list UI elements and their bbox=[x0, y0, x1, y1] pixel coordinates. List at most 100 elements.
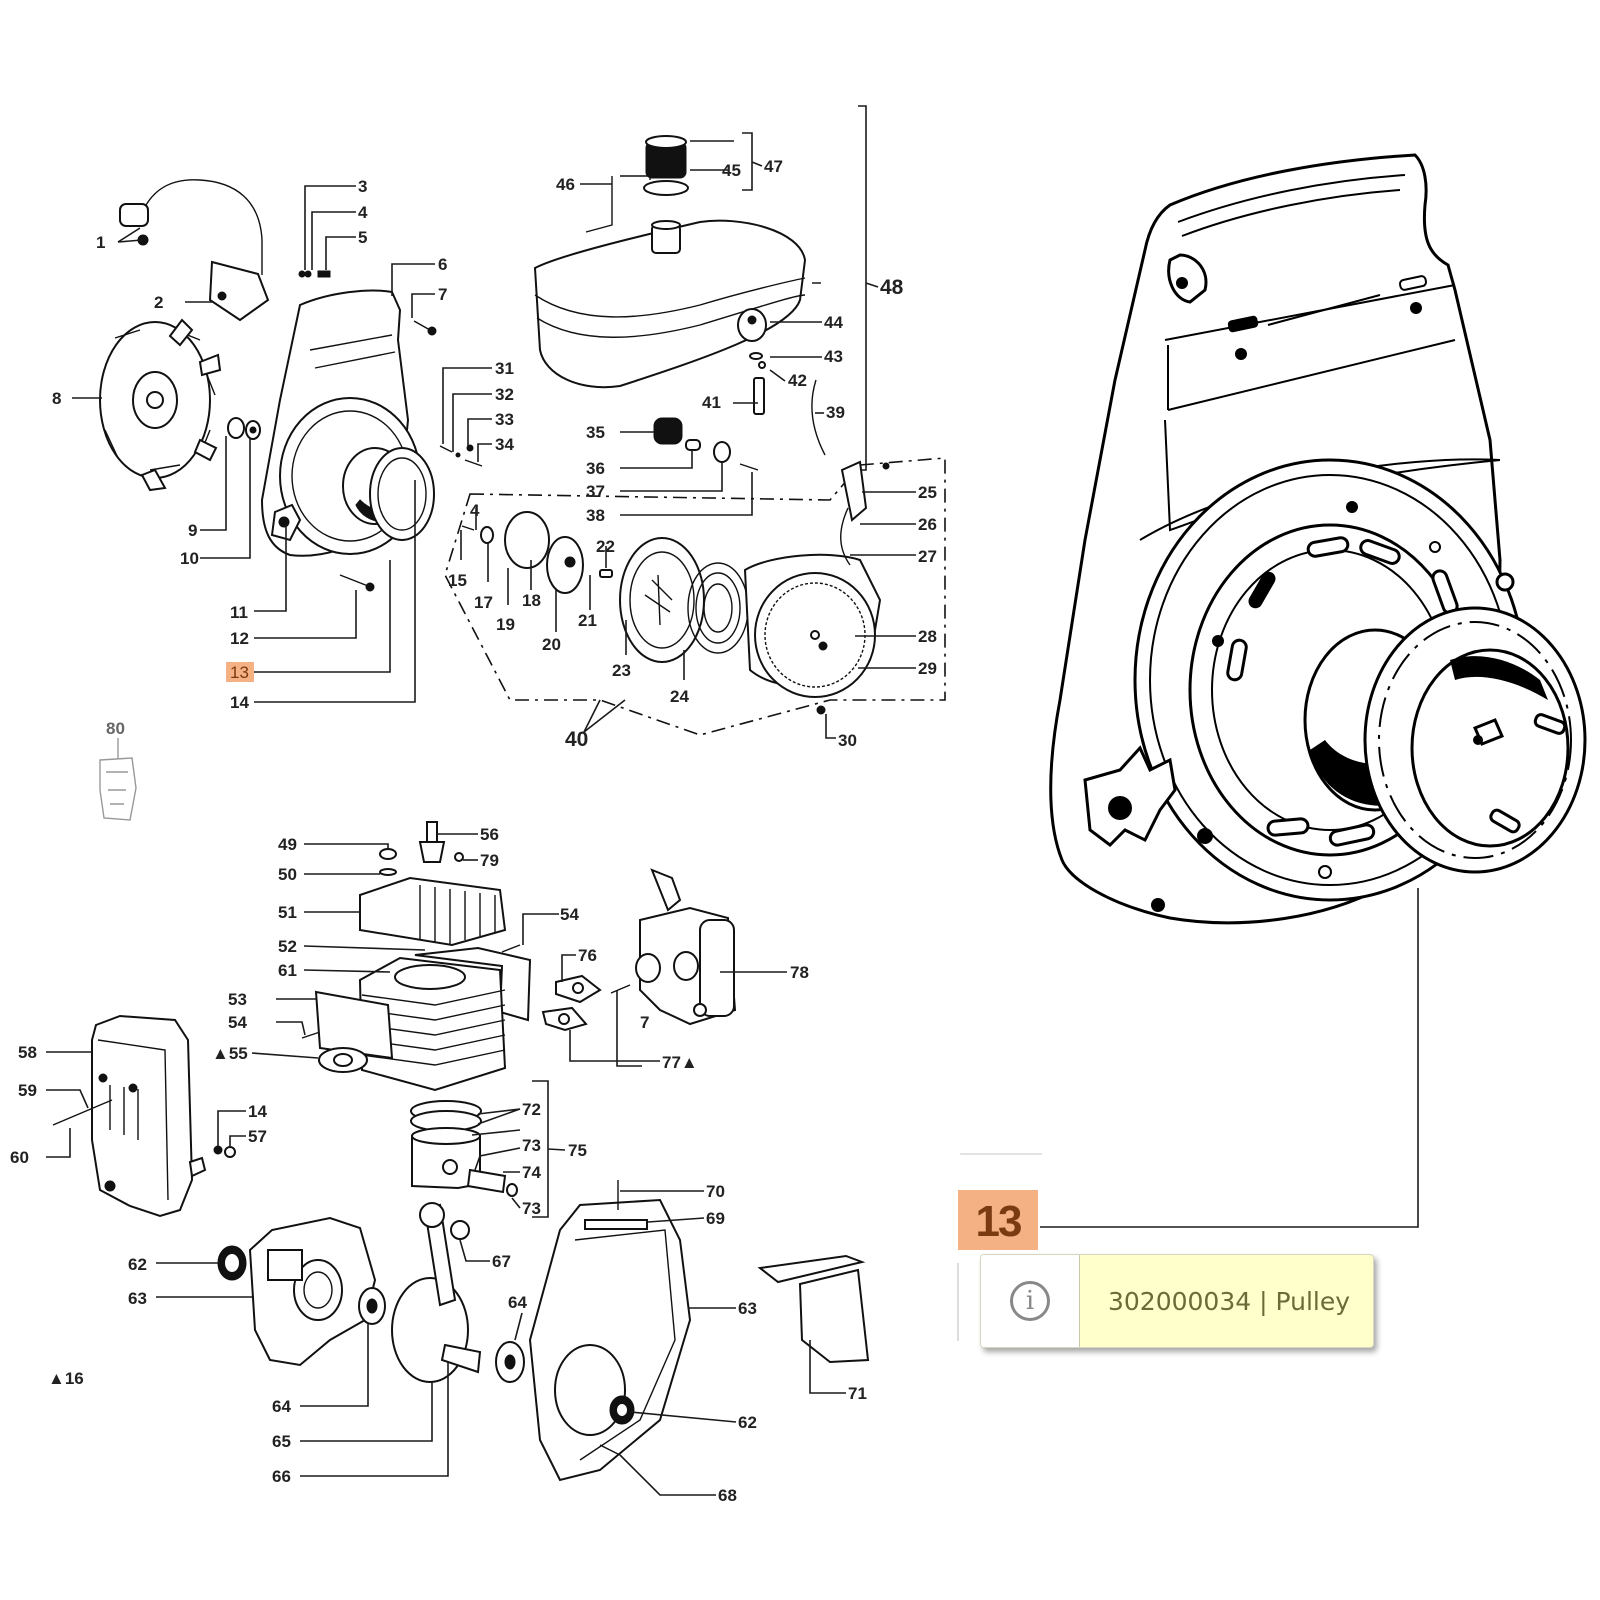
flywheel-part[interactable] bbox=[99, 318, 222, 492]
oil-seal-62-part[interactable] bbox=[217, 1245, 247, 1281]
label-40[interactable]: 40 bbox=[565, 728, 588, 751]
pins-31-34-part[interactable] bbox=[439, 444, 483, 467]
label-22[interactable]: 22 bbox=[596, 537, 615, 556]
label-35[interactable]: 35 bbox=[586, 423, 605, 442]
label-17[interactable]: 17 bbox=[474, 593, 493, 612]
label-57[interactable]: 57 bbox=[248, 1127, 267, 1146]
label-32[interactable]: 32 bbox=[495, 385, 514, 404]
crankcase-half-right-part[interactable] bbox=[528, 1180, 692, 1482]
label-67[interactable]: 67 bbox=[492, 1252, 511, 1271]
label-30[interactable]: 30 bbox=[838, 731, 857, 750]
bearing-64b-part[interactable] bbox=[495, 1341, 525, 1383]
label-63b[interactable]: 63 bbox=[738, 1299, 757, 1318]
label-14b[interactable]: 14 bbox=[248, 1102, 267, 1121]
label-6[interactable]: 6 bbox=[438, 255, 447, 274]
label-19[interactable]: 19 bbox=[496, 615, 515, 634]
label-58[interactable]: 58 bbox=[18, 1043, 37, 1062]
label-56[interactable]: 56 bbox=[480, 825, 499, 844]
spark-plug-part[interactable] bbox=[379, 821, 464, 876]
label-34[interactable]: 34 bbox=[495, 435, 514, 454]
label-60[interactable]: 60 bbox=[10, 1148, 29, 1167]
label-76[interactable]: 76 bbox=[578, 946, 597, 965]
label-54b[interactable]: 54 bbox=[560, 905, 579, 924]
label-63[interactable]: 63 bbox=[128, 1289, 147, 1308]
label-15[interactable]: 15 bbox=[448, 571, 467, 590]
fuel-tank-part[interactable] bbox=[533, 219, 807, 389]
label-33[interactable]: 33 bbox=[495, 410, 514, 429]
screws-3-5-part[interactable] bbox=[298, 270, 331, 278]
label-47[interactable]: 47 bbox=[764, 157, 783, 176]
grommet-35-part[interactable] bbox=[653, 417, 759, 471]
label-8[interactable]: 8 bbox=[52, 389, 61, 408]
label-64b[interactable]: 64 bbox=[508, 1293, 527, 1312]
muffler-part[interactable] bbox=[52, 1014, 207, 1218]
label-52[interactable]: 52 bbox=[278, 937, 297, 956]
label-9[interactable]: 9 bbox=[188, 521, 197, 540]
crankcase-half-left-part[interactable] bbox=[248, 1216, 377, 1367]
label-26[interactable]: 26 bbox=[918, 515, 937, 534]
part-info-tooltip[interactable]: i 302000034 | Pulley bbox=[980, 1254, 1374, 1348]
label-50[interactable]: 50 bbox=[278, 865, 297, 884]
label-11[interactable]: 11 bbox=[230, 603, 248, 622]
label-41[interactable]: 41 bbox=[702, 393, 721, 412]
cylinder-head-part[interactable] bbox=[359, 876, 507, 947]
label-79[interactable]: 79 bbox=[480, 851, 499, 870]
bearing-64-part[interactable] bbox=[358, 1287, 386, 1325]
label-75[interactable]: 75 bbox=[568, 1141, 587, 1160]
label-4[interactable]: 4 bbox=[358, 203, 368, 222]
label-13[interactable]: 13 bbox=[230, 663, 249, 682]
label-43[interactable]: 43 bbox=[824, 347, 843, 366]
label-73b[interactable]: 73 bbox=[522, 1199, 541, 1218]
info-icon[interactable]: i bbox=[1010, 1281, 1050, 1321]
bolt-54-part[interactable] bbox=[301, 944, 521, 1039]
label-23[interactable]: 23 bbox=[612, 661, 631, 680]
label-74[interactable]: 74 bbox=[522, 1163, 541, 1182]
label-80[interactable]: 80 bbox=[106, 719, 125, 738]
label-20[interactable]: 20 bbox=[542, 635, 561, 654]
label-29[interactable]: 29 bbox=[918, 659, 937, 678]
label-7b[interactable]: 7 bbox=[640, 1013, 649, 1032]
fan-housing-part-small[interactable] bbox=[260, 289, 435, 557]
label-5[interactable]: 5 bbox=[358, 228, 367, 247]
label-4b[interactable]: 4 bbox=[470, 501, 480, 520]
label-28[interactable]: 28 bbox=[918, 627, 937, 646]
label-45[interactable]: 45 bbox=[722, 161, 741, 180]
nut-washer-14-57-part[interactable] bbox=[213, 1145, 236, 1158]
label-31[interactable]: 31 bbox=[495, 359, 514, 378]
bolt-12-part[interactable] bbox=[339, 574, 375, 592]
label-2[interactable]: 2 bbox=[154, 293, 163, 312]
piston-part[interactable] bbox=[410, 1100, 482, 1190]
screw-7-part[interactable] bbox=[413, 320, 437, 336]
label-18[interactable]: 18 bbox=[522, 591, 541, 610]
fuel-cap-part[interactable] bbox=[643, 135, 689, 196]
label-69[interactable]: 69 bbox=[706, 1209, 725, 1228]
fuel-hose-part[interactable] bbox=[811, 379, 826, 456]
label-48[interactable]: 48 bbox=[880, 276, 904, 299]
label-7[interactable]: 7 bbox=[438, 285, 447, 304]
label-44[interactable]: 44 bbox=[824, 313, 843, 332]
label-54[interactable]: 54 bbox=[228, 1013, 247, 1032]
starter-handle-part[interactable] bbox=[816, 460, 890, 715]
label-59[interactable]: 59 bbox=[18, 1081, 37, 1100]
flange-55-part[interactable] bbox=[318, 1047, 368, 1073]
fuel-tap-part[interactable] bbox=[749, 352, 766, 415]
label-25[interactable]: 25 bbox=[918, 483, 937, 502]
label-14[interactable]: 14 bbox=[230, 693, 249, 712]
label-62[interactable]: 62 bbox=[128, 1255, 147, 1274]
piston-pin-part[interactable] bbox=[466, 1168, 518, 1197]
washer-nut-part[interactable] bbox=[227, 417, 261, 440]
ignition-coil-part[interactable] bbox=[119, 179, 270, 322]
label-38[interactable]: 38 bbox=[586, 506, 605, 525]
label-66[interactable]: 66 bbox=[272, 1467, 291, 1486]
label-21[interactable]: 21 bbox=[578, 611, 597, 630]
gasket-76-77-part[interactable] bbox=[541, 974, 631, 1032]
crankshaft-part[interactable] bbox=[391, 1202, 482, 1383]
bracket-46-part[interactable] bbox=[585, 175, 651, 233]
label-39[interactable]: 39 bbox=[826, 403, 845, 422]
label-68[interactable]: 68 bbox=[718, 1486, 737, 1505]
label-70[interactable]: 70 bbox=[706, 1182, 725, 1201]
label-37[interactable]: 37 bbox=[586, 482, 605, 501]
shroud-71-part[interactable] bbox=[757, 1254, 870, 1364]
label-24[interactable]: 24 bbox=[670, 687, 689, 706]
carburetor-part[interactable] bbox=[635, 868, 737, 1026]
